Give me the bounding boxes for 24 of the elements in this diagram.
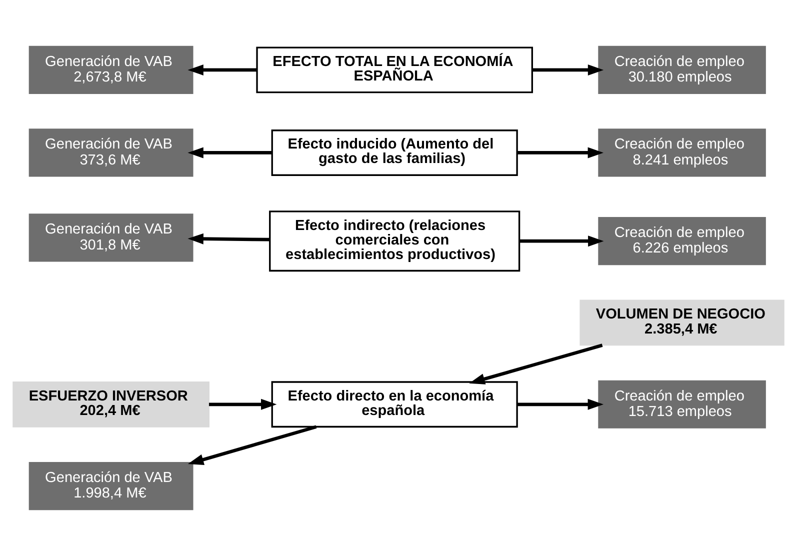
- node-box: ESFUERZO INVERSOR 202,4 M€: [12, 380, 210, 427]
- node-box: Generación de VAB 301,8 M€: [28, 213, 194, 262]
- node-box: VOLUMEN DE NEGOCIO 2.385,4 M€: [580, 299, 784, 346]
- arrow: [517, 398, 604, 410]
- arrow: [188, 64, 257, 75]
- node-box: Efecto indirecto (relaciones comerciales con establecimientos productivos): [269, 210, 520, 272]
- arrow: [188, 146, 272, 158]
- arrow: [517, 146, 604, 158]
- node-box: EFECTO TOTAL EN LA ECONOMÍA ESPAÑOLA: [256, 46, 533, 93]
- node-box: Creación de empleo 8.241 empleos: [598, 128, 766, 176]
- node-box: Creación de empleo 6.226 empleos: [598, 216, 766, 265]
- arrow: [532, 64, 604, 75]
- node-box: Creación de empleo 15.713 empleos: [598, 380, 766, 428]
- node-box: Creación de empleo 30.180 empleos: [598, 45, 766, 94]
- node-box: Efecto directo en la economía española: [271, 380, 518, 428]
- node-box: Generación de VAB 373,6 M€: [28, 128, 194, 176]
- arrow: [188, 232, 270, 244]
- node-box: Generación de VAB 2,673,8 M€: [28, 45, 194, 94]
- node-box: Generación de VAB 1.998,4 M€: [28, 462, 194, 510]
- arrow: [208, 398, 277, 410]
- arrow: [469, 343, 603, 384]
- arrow: [520, 235, 604, 246]
- arrow: [188, 424, 317, 464]
- node-box: Efecto inducido (Aumento del gasto de las familias): [271, 129, 518, 176]
